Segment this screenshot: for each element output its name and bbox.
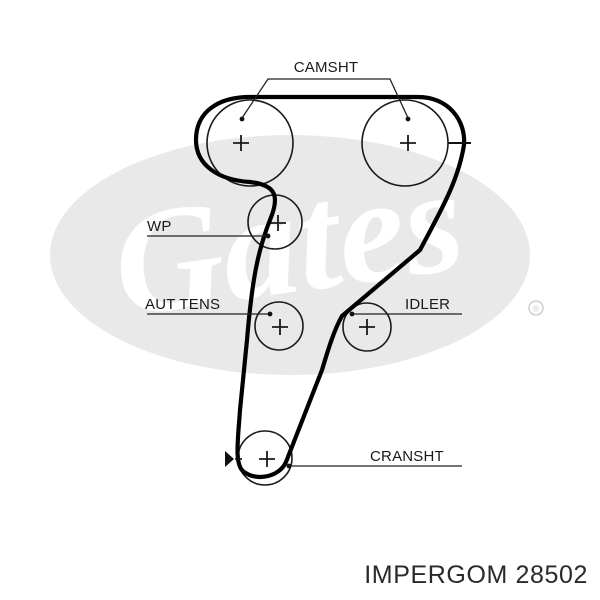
gates-watermark: Gates ®	[50, 135, 544, 375]
camshaft-label: CAMSHT	[294, 59, 359, 76]
camshaft-pulley-left	[206, 99, 294, 187]
auto-tensioner-dot	[267, 311, 273, 317]
idler-center-icon	[359, 319, 375, 335]
svg-text:®: ®	[533, 304, 540, 314]
camshaft-right-center-icon	[400, 135, 416, 151]
pulley-center-marks	[233, 135, 416, 467]
part-number-caption: IMPERGOM 28502	[364, 561, 588, 589]
water-pump-center-icon	[270, 215, 286, 231]
timing-belt	[193, 94, 467, 480]
registered-mark-icon: ®	[528, 300, 544, 316]
crankshaft-dot	[286, 463, 292, 469]
camshaft-leader	[241, 78, 409, 119]
crankshaft-center-icon	[259, 451, 275, 467]
crankshaft-timing-arrow-icon	[225, 451, 234, 467]
idler-pulley	[342, 302, 392, 352]
auto-tensioner-pulley	[254, 301, 304, 351]
crankshaft-label: CRANSHT	[370, 448, 444, 465]
idler-label: IDLER	[405, 296, 450, 313]
leader-lines	[147, 78, 462, 467]
auto-tensioner-center-icon	[272, 319, 288, 335]
leader-dots	[239, 116, 411, 469]
watermark-ellipse	[50, 135, 530, 375]
camshaft-left-center-icon	[233, 135, 249, 151]
camshaft-left-dot	[239, 116, 245, 122]
water-pump-label: WP	[147, 218, 172, 235]
auto-tensioner-label: AUT TENS	[145, 296, 220, 313]
water-pump-dot	[265, 233, 271, 239]
idler-dot	[349, 311, 355, 317]
camshaft-right-dot	[405, 116, 411, 122]
